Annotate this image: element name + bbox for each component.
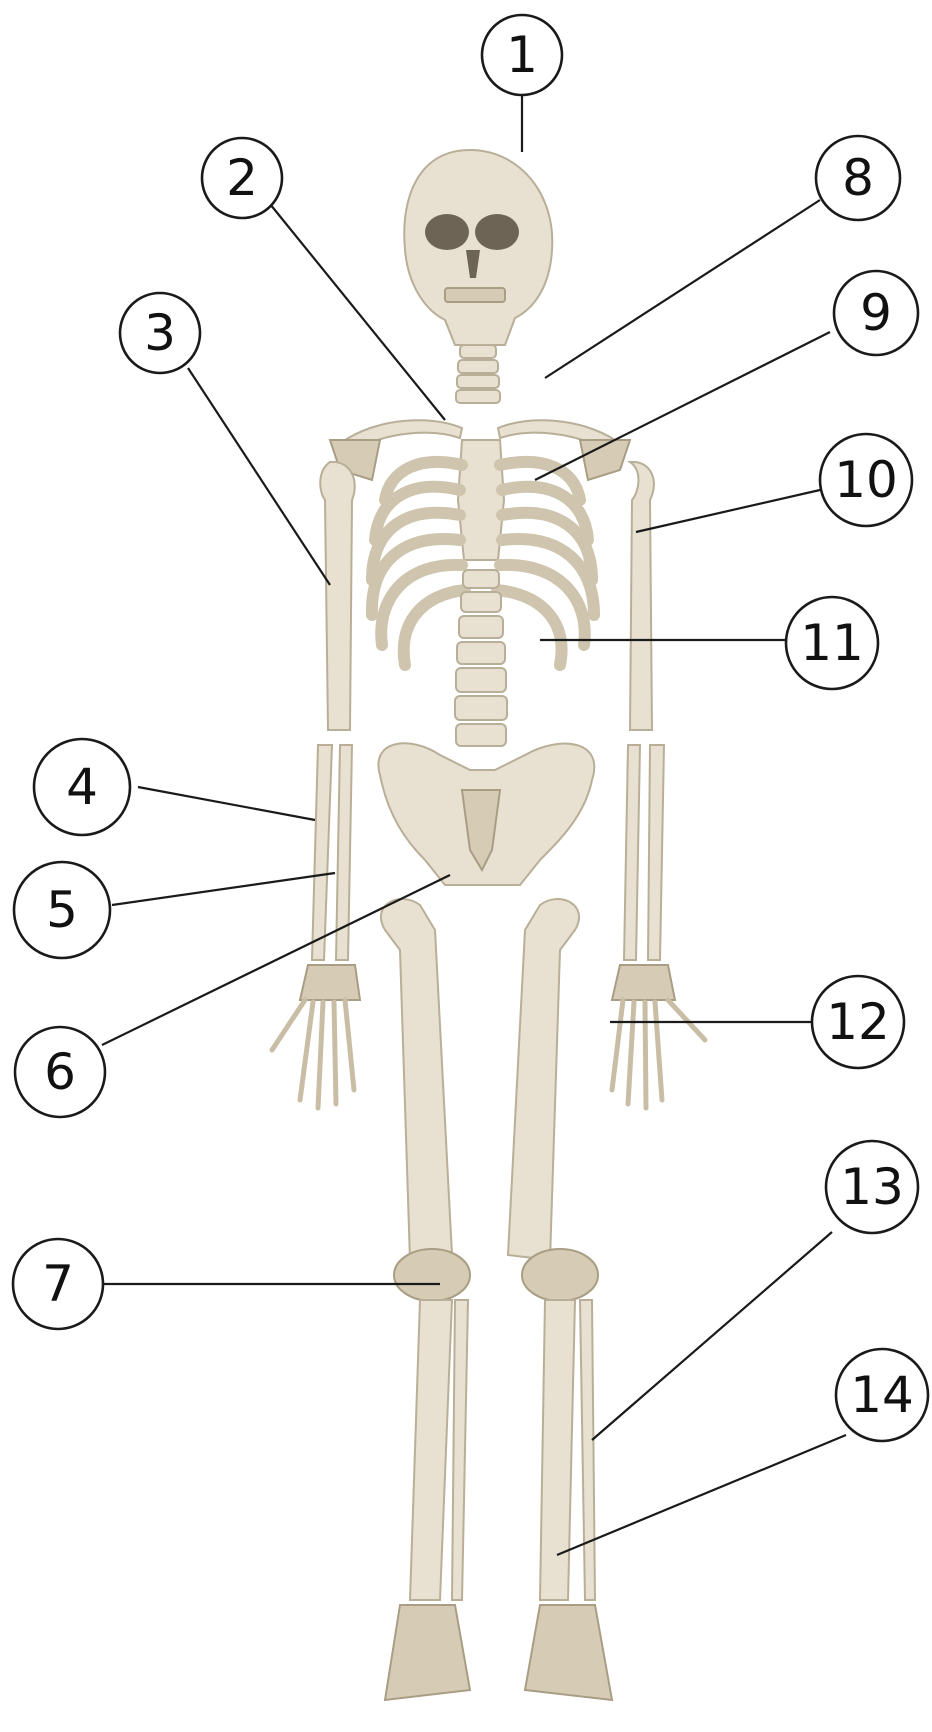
- callout-11: 11: [786, 597, 878, 689]
- leader-line-14: [557, 1435, 846, 1555]
- leader-line-3: [188, 368, 330, 585]
- leader-line-5: [112, 873, 335, 905]
- callout-label: 9: [860, 284, 892, 342]
- leg-left: [381, 899, 470, 1700]
- leader-line-4: [138, 787, 315, 820]
- callout-5: 5: [14, 862, 110, 958]
- callout-9: 9: [834, 271, 918, 355]
- callout-label: 7: [42, 1255, 74, 1313]
- callout-label: 12: [826, 993, 890, 1051]
- callout-label: 14: [850, 1366, 914, 1424]
- leader-line-10: [636, 490, 820, 532]
- callout-label: 10: [834, 451, 898, 509]
- callout-label: 11: [800, 614, 864, 672]
- arm-left: [272, 462, 360, 1108]
- leader-line-13: [592, 1232, 832, 1440]
- callout-6: 6: [15, 1027, 105, 1117]
- callout-14: 14: [836, 1349, 928, 1441]
- leader-line-6: [102, 875, 450, 1045]
- callout-12: 12: [812, 976, 904, 1068]
- skeleton-illustration: [272, 150, 705, 1700]
- skull: [404, 150, 552, 345]
- callout-label: 6: [44, 1043, 76, 1101]
- callout-label: 5: [46, 881, 78, 939]
- callout-label: 13: [840, 1158, 904, 1216]
- callout-3: 3: [120, 293, 200, 373]
- callout-label: 2: [226, 149, 258, 207]
- callout-1: 1: [482, 15, 562, 95]
- arm-right: [612, 462, 705, 1108]
- callout-8: 8: [816, 136, 900, 220]
- callout-7: 7: [13, 1239, 103, 1329]
- callout-label: 8: [842, 149, 874, 207]
- callout-2: 2: [202, 138, 282, 218]
- callout-13: 13: [826, 1141, 918, 1233]
- callout-10: 10: [820, 434, 912, 526]
- leader-line-9: [535, 332, 830, 480]
- callout-label: 1: [506, 26, 538, 84]
- cervical-spine: [456, 345, 500, 403]
- spine: [455, 570, 507, 746]
- callout-label: 3: [144, 304, 176, 362]
- callout-label: 4: [66, 758, 98, 816]
- leader-line-8: [545, 200, 820, 378]
- leg-right: [508, 899, 612, 1700]
- callout-4: 4: [34, 739, 130, 835]
